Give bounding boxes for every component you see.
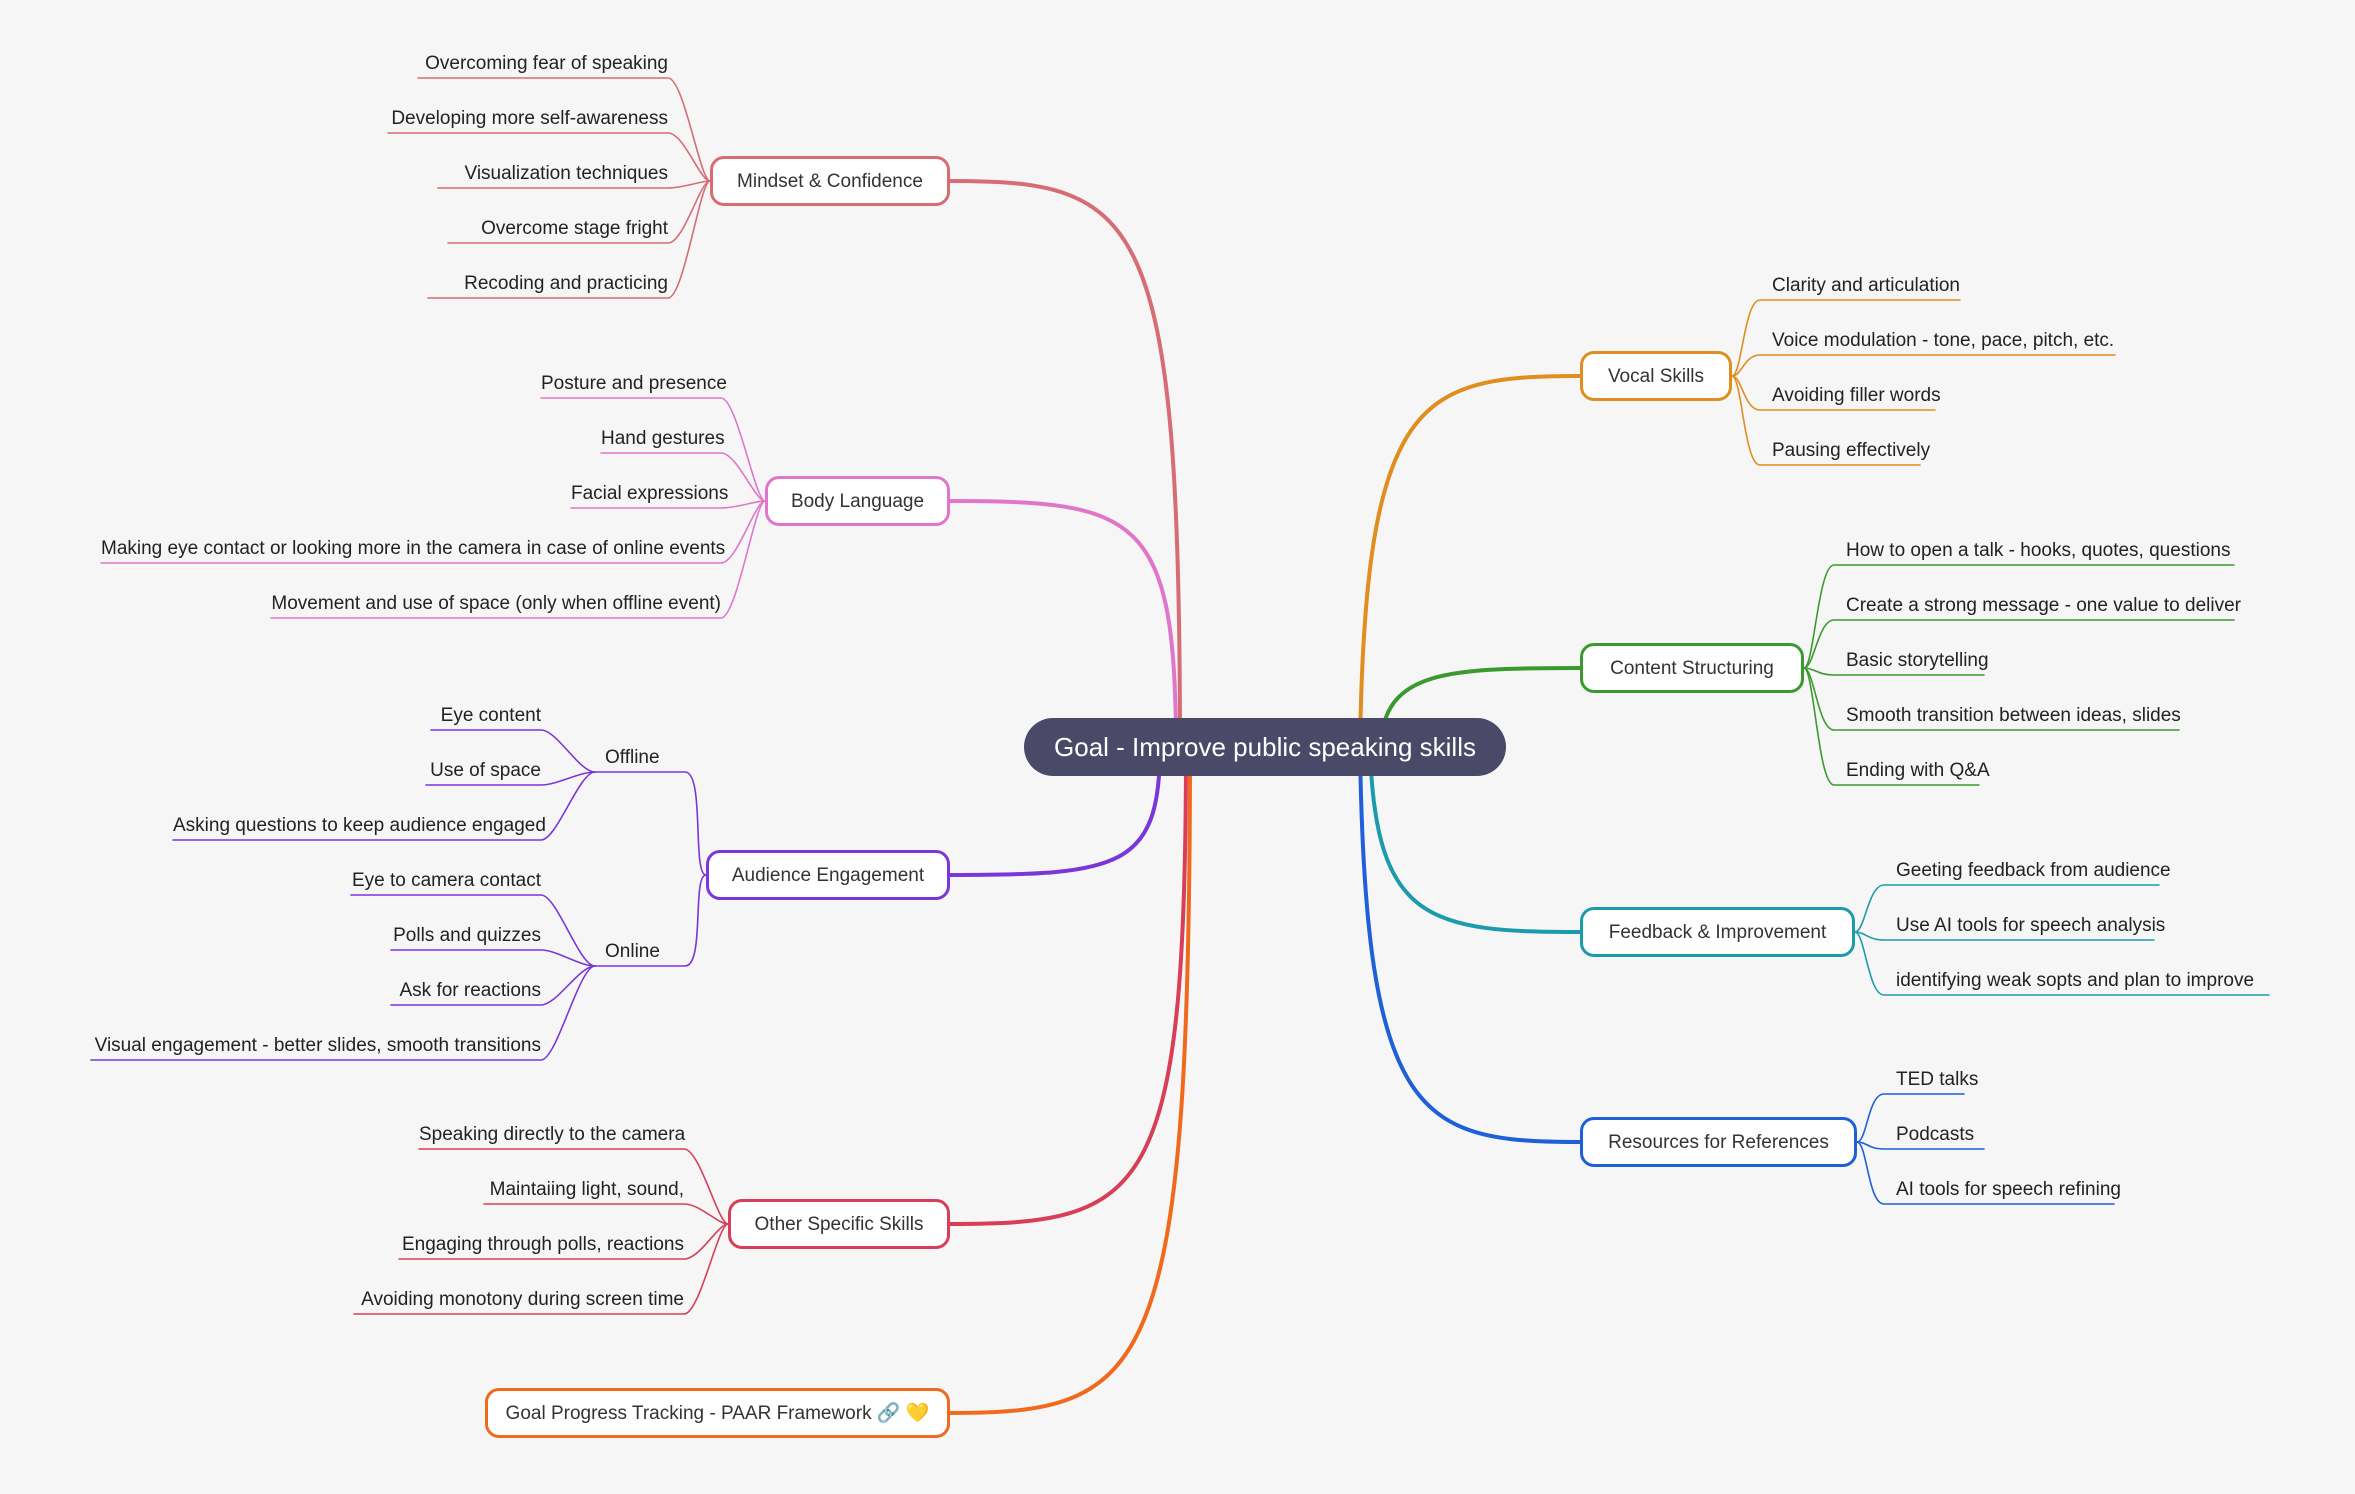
connector-mindset xyxy=(948,179,1182,749)
leaf-line-mindset-1 xyxy=(417,77,711,182)
leaf-body-3[interactable]: Facial expressions xyxy=(571,483,729,504)
leaf-mindset-2[interactable]: Developing more self-awareness xyxy=(391,108,668,129)
leaf-audience-offline-1[interactable]: Eye content xyxy=(440,705,541,726)
connector-vocal xyxy=(1358,374,1582,749)
leaf-audience-online-3[interactable]: Ask for reactions xyxy=(399,980,542,1001)
leaf-line-body-4 xyxy=(100,500,766,564)
branch-content[interactable]: Content Structuring xyxy=(1580,643,1804,693)
leaf-line-audience-online-4 xyxy=(90,965,596,1061)
leaf-content-1[interactable]: How to open a talk - hooks, quotes, ques… xyxy=(1846,540,2231,561)
connector-progress xyxy=(948,745,1192,1415)
leaf-mindset-4[interactable]: Overcome stage fright xyxy=(481,218,668,239)
leaf-line-mindset-3 xyxy=(437,180,711,189)
leaf-resources-1[interactable]: TED talks xyxy=(1896,1069,1979,1090)
leaf-audience-online-4[interactable]: Visual engagement - better slides, smoot… xyxy=(94,1035,541,1056)
central-topic[interactable]: Goal - Improve public speaking skills xyxy=(1024,718,1506,776)
leaf-content-5[interactable]: Ending with Q&A xyxy=(1846,760,1990,781)
leaf-resources-2[interactable]: Podcasts xyxy=(1896,1124,1975,1145)
leaf-line-body-3 xyxy=(570,500,766,509)
leaf-body-1[interactable]: Posture and presence xyxy=(541,373,727,394)
leaf-line-other-1 xyxy=(418,1148,729,1225)
sub-branch-offline[interactable]: Offline xyxy=(605,747,660,768)
branch-audience[interactable]: Audience Engagement xyxy=(706,850,950,900)
connector-body xyxy=(948,499,1178,749)
leaf-content-4[interactable]: Smooth transition between ideas, slides xyxy=(1846,705,2181,726)
leaf-vocal-2[interactable]: Voice modulation - tone, pace, pitch, et… xyxy=(1772,330,2115,351)
leaf-line-other-4 xyxy=(353,1223,729,1315)
leaf-other-3[interactable]: Engaging through polls, reactions xyxy=(401,1234,684,1255)
leaf-audience-offline-3[interactable]: Asking questions to keep audience engage… xyxy=(173,815,546,836)
connector-resources xyxy=(1358,745,1582,1144)
leaf-line-feedback-1 xyxy=(1854,884,2160,933)
leaf-line-content-4 xyxy=(1803,667,2180,731)
leaf-line-audience-online-3 xyxy=(390,965,596,1006)
leaf-line-content-5 xyxy=(1803,667,1980,786)
leaf-line-audience-online-2 xyxy=(390,949,596,967)
leaf-line-mindset-2 xyxy=(387,132,711,182)
connector-feedback xyxy=(1368,745,1582,934)
leaf-line-vocal-2 xyxy=(1731,354,2116,377)
leaf-resources-3[interactable]: AI tools for speech refining xyxy=(1896,1179,2121,1200)
leaf-audience-online-1[interactable]: Eye to camera contact xyxy=(351,870,541,891)
leaf-line-audience-offline-2 xyxy=(425,771,596,786)
leaf-line-body-2 xyxy=(600,452,766,502)
leaf-line-audience-online-1 xyxy=(350,894,596,967)
leaf-other-2[interactable]: Maintaiing light, sound, xyxy=(489,1179,684,1200)
leaf-body-2[interactable]: Hand gestures xyxy=(601,428,725,449)
branch-resources[interactable]: Resources for References xyxy=(1580,1117,1857,1167)
sub-line-online xyxy=(594,874,707,967)
leaf-vocal-3[interactable]: Avoiding filler words xyxy=(1772,385,1941,406)
leaf-line-resources-3 xyxy=(1856,1141,2115,1205)
leaf-line-other-3 xyxy=(398,1223,729,1260)
leaf-feedback-1[interactable]: Geeting feedback from audience xyxy=(1896,860,2171,881)
leaf-other-4[interactable]: Avoiding monotony during screen time xyxy=(361,1289,684,1310)
leaf-content-3[interactable]: Basic storytelling xyxy=(1846,650,1989,671)
leaf-audience-online-2[interactable]: Polls and quizzes xyxy=(393,925,541,946)
connector-other xyxy=(948,745,1188,1226)
sub-line-offline xyxy=(594,771,707,876)
leaf-line-resources-2 xyxy=(1856,1141,1985,1150)
leaf-line-mindset-5 xyxy=(427,180,711,299)
leaf-other-1[interactable]: Speaking directly to the camera xyxy=(419,1124,686,1145)
sub-branch-online[interactable]: Online xyxy=(605,941,660,962)
leaf-line-audience-offline-1 xyxy=(430,729,596,773)
leaf-line-resources-1 xyxy=(1856,1093,1965,1143)
leaf-line-mindset-4 xyxy=(447,180,711,244)
leaf-feedback-3[interactable]: identifying weak sopts and plan to impro… xyxy=(1896,970,2255,991)
leaf-line-content-2 xyxy=(1803,619,2235,669)
branch-body[interactable]: Body Language xyxy=(765,476,950,526)
leaf-mindset-1[interactable]: Overcoming fear of speaking xyxy=(425,53,668,74)
leaf-body-5[interactable]: Movement and use of space (only when off… xyxy=(271,593,721,614)
branch-other[interactable]: Other Specific Skills xyxy=(728,1199,950,1249)
leaf-body-4[interactable]: Making eye contact or looking more in th… xyxy=(101,538,726,559)
connector-audience xyxy=(948,745,1162,877)
leaf-line-vocal-1 xyxy=(1731,299,1961,377)
leaf-line-vocal-4 xyxy=(1731,375,1921,466)
leaf-vocal-1[interactable]: Clarity and articulation xyxy=(1772,275,1960,296)
leaf-mindset-5[interactable]: Recoding and practicing xyxy=(464,273,668,294)
leaf-feedback-2[interactable]: Use AI tools for speech analysis xyxy=(1896,915,2166,936)
leaf-line-body-5 xyxy=(270,500,766,619)
leaf-line-content-3 xyxy=(1803,667,1985,676)
leaf-line-feedback-3 xyxy=(1854,931,2270,996)
leaf-mindset-3[interactable]: Visualization techniques xyxy=(464,163,668,184)
branch-mindset[interactable]: Mindset & Confidence xyxy=(710,156,950,206)
leaf-audience-offline-2[interactable]: Use of space xyxy=(430,760,541,781)
leaf-line-other-2 xyxy=(483,1203,729,1225)
leaf-line-content-1 xyxy=(1803,564,2235,669)
leaf-content-2[interactable]: Create a strong message - one value to d… xyxy=(1846,595,2241,616)
branch-progress[interactable]: Goal Progress Tracking - PAAR Framework … xyxy=(485,1388,950,1438)
branch-feedback[interactable]: Feedback & Improvement xyxy=(1580,907,1855,957)
leaf-line-audience-offline-3 xyxy=(172,771,596,841)
leaf-line-feedback-2 xyxy=(1854,931,2155,941)
leaf-vocal-4[interactable]: Pausing effectively xyxy=(1772,440,1931,461)
branch-vocal[interactable]: Vocal Skills xyxy=(1580,351,1732,401)
leaf-line-body-1 xyxy=(540,397,766,502)
